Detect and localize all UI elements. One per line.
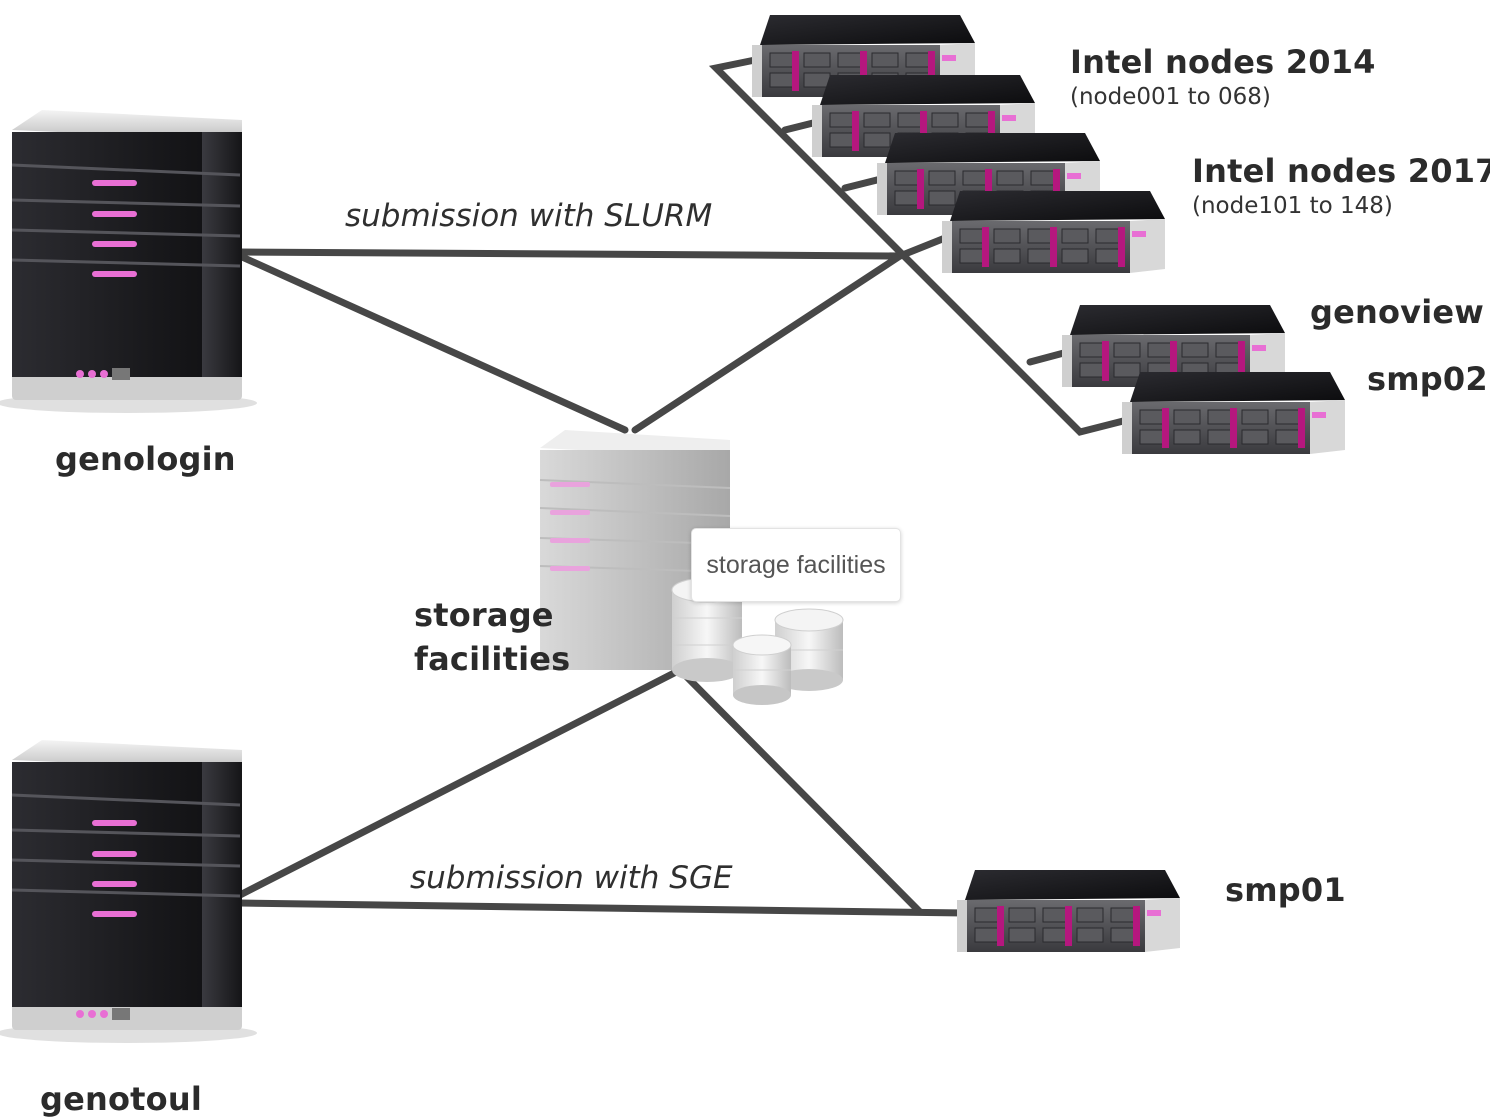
storage-tooltip: storage facilities: [691, 528, 901, 602]
genotoul-label: genotoul: [40, 1080, 203, 1118]
genoview-label: genoview: [1310, 293, 1485, 331]
rack-smp02-icon: [1122, 372, 1345, 454]
rack-genoview-icon: [1062, 305, 1285, 387]
slurm-link-label: submission with SLURM: [345, 198, 713, 234]
smp02-label: smp02: [1367, 360, 1488, 398]
storage-label-line2: facilities: [414, 640, 571, 678]
cable-genologin-to-storage: [236, 252, 629, 434]
rack-node-2017-b-icon: [942, 191, 1165, 273]
cable-genotoul-to-smp01: [236, 899, 969, 917]
intel-2014-range: (node001 to 068): [1070, 84, 1271, 110]
genotoul-server-icon: [0, 740, 257, 1043]
sge-link-label: submission with SGE: [410, 860, 733, 896]
genologin-server-icon: [0, 110, 257, 413]
intel-2017-range: (node101 to 148): [1192, 193, 1393, 219]
intel-2014-label: Intel nodes 2014: [1070, 43, 1376, 81]
rack-servers: [752, 15, 1345, 952]
cable-genotoul-to-storage: [236, 666, 684, 899]
cable-genologin-to-compute: [236, 230, 959, 260]
rack-smp01-icon: [957, 870, 1180, 952]
cable-storage-to-compute: [631, 252, 904, 434]
cable-storage-to-smp01: [676, 666, 924, 916]
storage-label-line1: storage: [414, 596, 554, 634]
database-disks-icon: [671, 577, 844, 705]
intel-2017-label: Intel nodes 2017: [1192, 152, 1490, 190]
genologin-label: genologin: [55, 440, 236, 478]
cables: [236, 56, 1139, 917]
cable-backbone: [708, 56, 1139, 436]
smp01-label: smp01: [1225, 871, 1346, 909]
rack-node-2017-a-icon: [877, 133, 1100, 215]
